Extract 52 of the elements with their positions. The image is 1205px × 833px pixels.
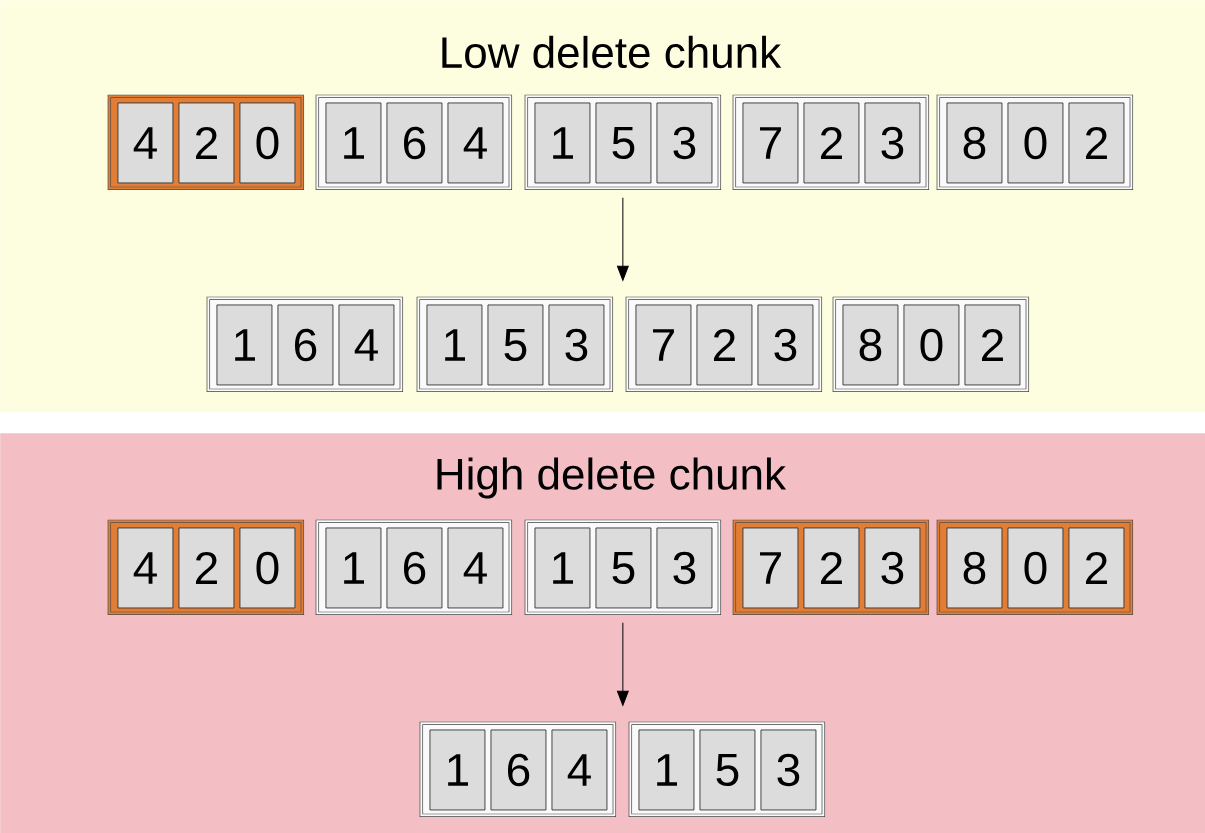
digit-cell: 8	[842, 304, 899, 386]
digit-cell: 2	[1068, 527, 1125, 609]
digit-cell: 2	[178, 527, 235, 609]
digit-cell: 0	[239, 527, 296, 609]
digit-cell: 4	[117, 102, 174, 184]
digit-cell: 3	[864, 102, 921, 184]
digit-cell: 2	[803, 102, 860, 184]
digit-cell: 1	[325, 102, 382, 184]
digit-cell: 5	[699, 729, 756, 811]
digit-cell: 6	[386, 527, 443, 609]
digit-cell: 2	[803, 527, 860, 609]
digit-cell: 4	[551, 729, 608, 811]
digit-cell: 0	[1007, 527, 1064, 609]
digit-cell: 4	[447, 102, 504, 184]
digit-cell: 6	[490, 729, 547, 811]
digit-cell: 1	[638, 729, 695, 811]
digit-cell: 1	[426, 304, 483, 386]
digit-cell: 3	[656, 102, 713, 184]
panel-title: High delete chunk	[437, 457, 787, 499]
digit-cell: 5	[595, 527, 652, 609]
arrow	[616, 197, 629, 281]
arrow	[616, 622, 629, 706]
digit-cell: 4	[338, 304, 395, 386]
digit-cell: 1	[534, 527, 591, 609]
digit-cell: 6	[277, 304, 334, 386]
digit-cell: 7	[635, 304, 692, 386]
digit-cell: 6	[386, 102, 443, 184]
panel-title: Low delete chunk	[442, 35, 782, 69]
digit-cell: 5	[595, 102, 652, 184]
digit-cell: 3	[864, 527, 921, 609]
digit-cell: 2	[178, 102, 235, 184]
digit-cell: 7	[742, 102, 799, 184]
digit-cell: 3	[548, 304, 605, 386]
digit-cell: 5	[487, 304, 544, 386]
digit-cell: 1	[534, 102, 591, 184]
digit-cell: 3	[760, 729, 817, 811]
digit-cell: 4	[447, 527, 504, 609]
digit-cell: 0	[239, 102, 296, 184]
digit-cell: 2	[964, 304, 1021, 386]
digit-cell: 3	[656, 527, 713, 609]
digit-cell: 1	[216, 304, 273, 386]
digit-cell: 2	[696, 304, 753, 386]
digit-cell: 2	[1068, 102, 1125, 184]
digit-cell: 4	[117, 527, 174, 609]
digit-cell: 1	[325, 527, 382, 609]
digit-cell: 8	[946, 527, 1003, 609]
digit-cell: 0	[1007, 102, 1064, 184]
digit-cell: 0	[903, 304, 960, 386]
digit-cell: 8	[946, 102, 1003, 184]
digit-cell: 3	[757, 304, 814, 386]
digit-cell: 1	[429, 729, 486, 811]
digit-cell: 7	[742, 527, 799, 609]
